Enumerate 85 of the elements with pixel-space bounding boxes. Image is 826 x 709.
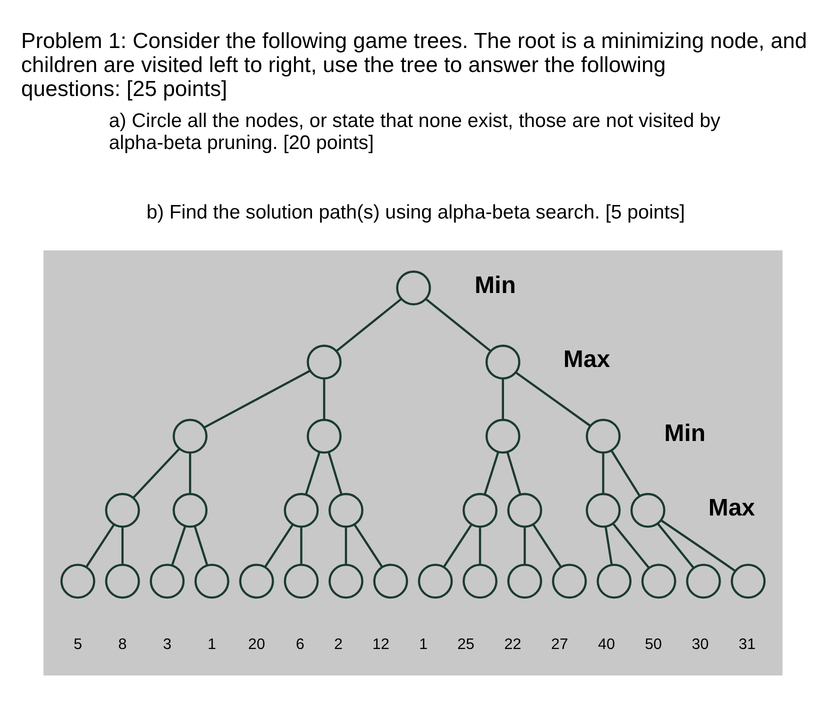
node-label: 8 [118,635,127,652]
node-label: 12 [372,635,390,652]
node-circle [462,563,498,598]
connector [602,452,604,494]
connector [204,369,310,428]
connector [189,452,192,494]
node-label: 2 [334,635,343,652]
diagram-title: Problem 1: Consider the following game trees. The root is a minimizing node, and children are visited left to right, use the tree to answer the following questions: [25 points] [21,28,808,101]
node-label: 5 [74,635,82,652]
connector [425,298,492,352]
node-circle [462,492,498,528]
connector [264,524,294,567]
connector [604,526,613,565]
node-circle [284,492,319,528]
node-circle [630,492,666,528]
label: b) Find the solution path(s) using alpha-beta search. [5 points] [146,201,685,224]
node-circle [485,418,520,454]
connector [502,378,504,420]
connector [328,451,342,494]
connector [132,448,180,498]
node-label: 50 [644,635,662,652]
connector [660,519,736,572]
cluster [43,250,783,675]
node-circle [552,563,587,598]
node-circle [485,344,520,380]
connector [612,522,650,568]
connector [86,524,115,567]
node-label: 30 [692,635,709,652]
label: Max [563,346,610,373]
node-circle [373,563,408,598]
node-circle [686,563,721,598]
node-circle [586,418,621,454]
node-label: 6 [296,635,304,652]
node-circle [150,563,185,598]
label: Max [708,494,756,521]
node-circle [641,563,676,598]
connector [300,526,302,564]
node-circle [105,563,140,598]
node-circle [328,492,364,528]
connector [194,525,208,566]
node-circle [396,270,431,305]
node-circle [596,563,632,598]
connector [478,526,482,564]
node-label: 31 [738,635,756,652]
node-circle [507,563,542,598]
node-circle [586,492,621,528]
node-circle [172,418,208,454]
node-label: 22 [504,635,522,652]
node-label: 3 [162,635,172,652]
node-label: 40 [598,635,615,652]
node-label: 27 [551,635,568,652]
connector [171,525,186,566]
node-circle [306,418,342,454]
node-circle [328,563,364,598]
node-label: 25 [457,635,474,652]
node-circle [507,492,542,528]
connector [484,451,500,494]
node-label: 20 [248,635,266,652]
node-circle [730,563,766,598]
connector [506,451,522,494]
node-circle [194,563,230,598]
connector [336,298,402,352]
connector [443,524,472,567]
connector [532,524,562,567]
node-label: 1 [208,635,216,652]
label: Min [474,271,516,298]
connector [121,526,124,564]
connector [304,451,320,494]
node-circle [60,563,96,598]
connector [610,449,641,496]
connector [524,526,526,564]
node-circle [418,563,453,598]
label: Min [664,420,706,447]
connector [354,524,383,567]
connector [344,526,348,564]
node-label: 1 [419,635,428,652]
node-circle [172,492,208,528]
connector [657,522,694,568]
node-circle [105,492,140,528]
node-circle [239,563,274,598]
connector [323,378,326,420]
connector [515,371,592,426]
node-circle [284,563,319,598]
label: a) Circle all the nodes, or state that none exist, those are not visited by alpha-beta pruning. [20 points] [108,110,720,154]
node-circle [306,344,342,380]
